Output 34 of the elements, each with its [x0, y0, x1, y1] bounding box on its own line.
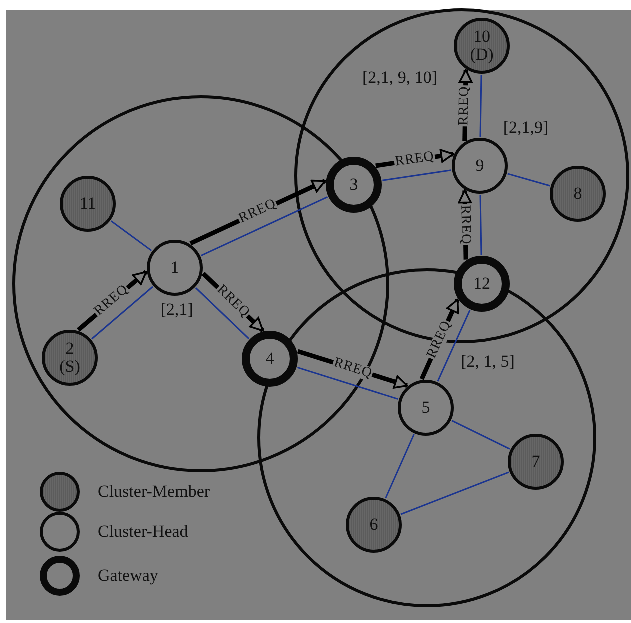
route-record: [2,1, 9, 10]: [362, 68, 438, 88]
link-line: [508, 173, 550, 187]
link-line: [297, 366, 399, 400]
node-label: 12: [474, 275, 490, 293]
node-label: 4: [266, 350, 274, 368]
link-line: [382, 170, 452, 182]
link-line: [385, 434, 415, 499]
node-label: 11: [80, 195, 96, 213]
edge-label: RREQ: [458, 84, 473, 127]
node-label: 9: [476, 157, 484, 175]
link-line: [92, 286, 154, 340]
node-label: 2 (S): [58, 340, 82, 376]
link-line: [437, 310, 471, 382]
legend-label: Cluster-Member: [98, 482, 210, 502]
link-line: [480, 194, 482, 256]
route-record: [2,1]: [160, 300, 194, 320]
link-line: [400, 472, 510, 516]
edge-label: RREQ: [458, 204, 473, 246]
node-label: 7: [532, 453, 540, 471]
node-label: 1: [170, 259, 180, 277]
link-line: [452, 420, 510, 450]
route-record: [2,1,9]: [503, 118, 549, 138]
route-record: [2, 1, 5]: [461, 352, 515, 372]
link-line: [480, 74, 482, 138]
node-label: 6: [370, 516, 378, 534]
node-label: 10 (D): [469, 28, 495, 64]
link-line: [201, 196, 328, 256]
legend-label: Cluster-Head: [98, 522, 188, 542]
node-label: 5: [422, 399, 430, 417]
node-label: 8: [574, 185, 582, 203]
node-label: 3: [350, 176, 358, 194]
legend-label: Gateway: [98, 566, 158, 586]
link-line: [195, 288, 250, 340]
link-line: [110, 220, 152, 252]
